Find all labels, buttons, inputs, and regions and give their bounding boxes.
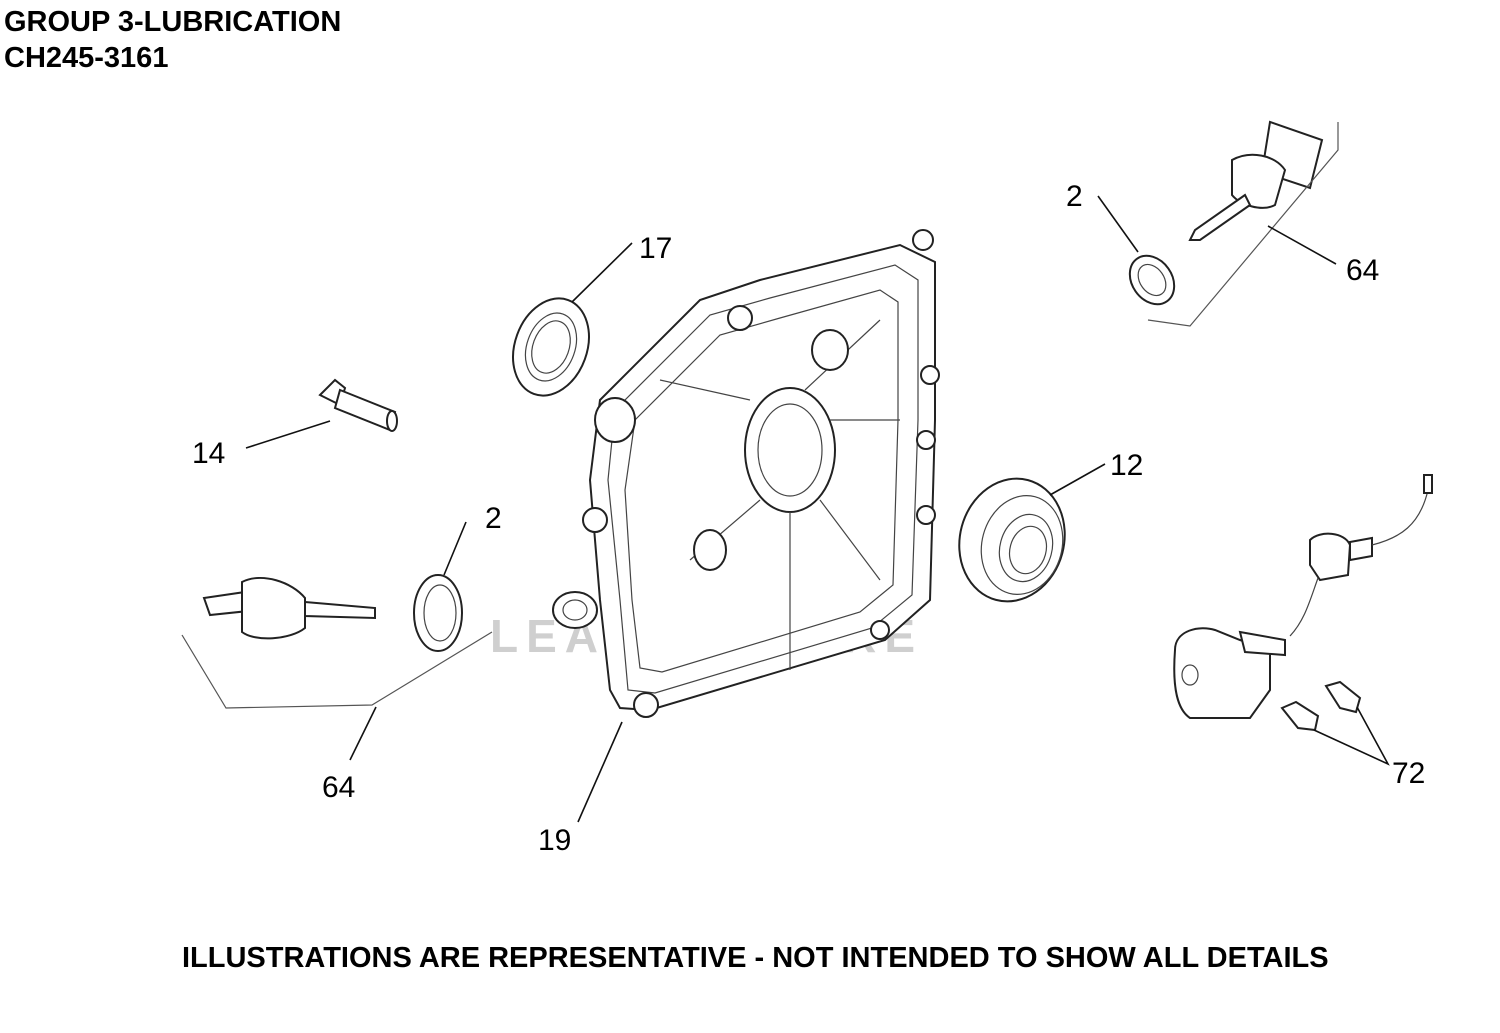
callout-12: 12 <box>1110 449 1143 482</box>
callout-19: 19 <box>538 824 571 857</box>
sensor-bolts-part <box>1280 680 1362 732</box>
callout-2-left: 2 <box>485 502 502 535</box>
dipstick-left-part <box>202 577 376 640</box>
model-number: CH245-3161 <box>4 42 169 74</box>
washer-left-part <box>413 574 463 652</box>
leader-19 <box>577 721 623 823</box>
washer-top-part <box>1128 254 1176 306</box>
leader-64-left <box>349 706 377 761</box>
diagram-header: GROUP 3-LUBRICATION CH245-3161 <box>4 4 341 76</box>
leader-2-left <box>443 521 467 576</box>
bearing-part <box>958 477 1066 603</box>
leader-17 <box>571 242 633 303</box>
callout-64-left: 64 <box>322 771 355 804</box>
leader-64-top <box>1267 225 1337 265</box>
dipstick-top-bracket <box>1147 122 1339 327</box>
callout-72: 72 <box>1392 757 1425 790</box>
disclaimer-text: ILLUSTRATIONS ARE REPRESENTATIVE - NOT I… <box>182 942 1329 974</box>
callout-17: 17 <box>639 232 672 265</box>
leader-2-top <box>1097 195 1139 253</box>
oil-seal-part <box>512 297 590 397</box>
leader-12 <box>1049 463 1106 496</box>
dipstick-left-bracket <box>181 631 493 709</box>
callout-14: 14 <box>192 437 225 470</box>
bolt-part <box>318 378 398 432</box>
callout-2-top: 2 <box>1066 180 1083 213</box>
crankcase-cover-part <box>552 229 940 718</box>
group-title: GROUP 3-LUBRICATION <box>4 6 342 38</box>
leader-72 <box>1313 706 1390 766</box>
dipstick-top-part <box>1188 120 1324 241</box>
oil-sensor-part <box>1173 474 1433 719</box>
leader-14 <box>245 420 331 449</box>
callout-64-top: 64 <box>1346 254 1379 287</box>
